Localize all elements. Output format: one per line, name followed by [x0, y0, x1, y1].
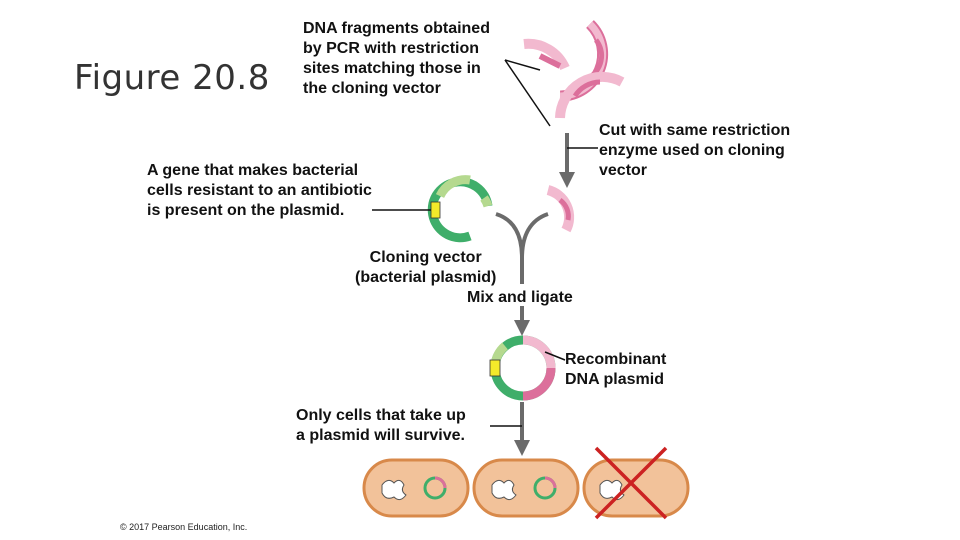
copyright-notice: © 2017 Pearson Education, Inc. [120, 522, 248, 532]
cloning-vector-label: Cloning vector (bacterial plasmid) [355, 248, 496, 288]
recombinant-plasmid [489, 335, 556, 401]
figure-title: Figure 20.8 [74, 58, 270, 98]
dna-fragments-line-2: by PCR with restriction [303, 40, 480, 57]
chromosome-2 [491, 479, 517, 501]
cut-line-1: Cut with same restriction [599, 122, 791, 139]
survive-label: Only cells that take up a plasmid will s… [296, 406, 466, 446]
dna-fragments-line-3: sites matching those in [303, 60, 481, 77]
cloning-vector-plasmid [427, 175, 493, 243]
resistance-line-1: A gene that makes bacterial [147, 162, 359, 179]
survive-line-2: a plasmid will survive. [296, 427, 465, 444]
resistance-line-3: is present on the plasmid. [147, 202, 345, 219]
fragment-pointer-1 [504, 59, 541, 71]
survive-line-1: Only cells that take up [296, 407, 466, 424]
dna-fragment-2 [523, 38, 570, 71]
recombinant-pointer [544, 351, 566, 361]
fragment-pointer-2 [504, 59, 551, 127]
cut-line-3: vector [599, 162, 648, 179]
resistance-gene-label: A gene that makes bacterial cells resist… [147, 161, 372, 221]
cut-label: Cut with same restriction enzyme used on… [599, 121, 790, 181]
dna-fragments-line-1: DNA fragments obtained [303, 20, 490, 37]
recombinant-antibiotic-gene [489, 359, 501, 377]
merge-left-branch [495, 212, 524, 259]
recombinant-line-2: DNA plasmid [565, 371, 664, 388]
dna-fragments-label: DNA fragments obtained by PCR with restr… [303, 19, 490, 99]
dna-fragment-3 [555, 71, 625, 119]
dna-fragments-line-4: the cloning vector [303, 80, 441, 97]
cut-line-2: enzyme used on cloning [599, 142, 785, 159]
merge-right-branch [520, 212, 549, 259]
mix-ligate-label: Mix and ligate [467, 289, 573, 306]
bacterial-cell-2 [472, 458, 580, 518]
antibiotic-gene [430, 201, 441, 219]
bacterial-cell-1 [362, 458, 470, 518]
recombinant-label: Recombinant DNA plasmid [565, 350, 666, 390]
cross-mark [594, 446, 668, 520]
chromosome-1 [381, 479, 407, 501]
cloning-vector-line-1: Cloning vector [369, 249, 482, 266]
resistance-line-2: cells resistant to an antibiotic [147, 182, 372, 199]
cloning-vector-line-2: (bacterial plasmid) [355, 269, 497, 286]
chromosome-3 [599, 479, 625, 501]
recombinant-line-1: Recombinant [565, 351, 667, 368]
cut-fragment [546, 185, 575, 233]
